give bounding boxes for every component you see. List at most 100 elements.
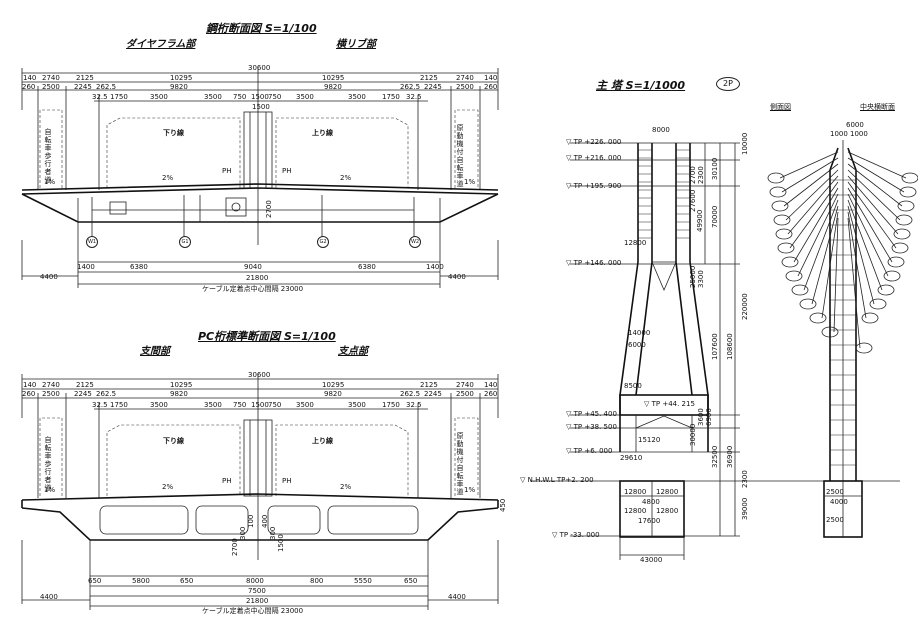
steel-lane-right: 上り線 (312, 129, 333, 137)
pc-dim-r1-3: 10295 (170, 381, 193, 389)
tower-side-base-2: 2500 (826, 516, 844, 524)
pc-slope-main-right: 2% (340, 483, 352, 491)
steel-slope-left: 1% (44, 178, 56, 186)
dim-r2-9: 260 (484, 83, 498, 91)
steel-ph-right: PH (282, 167, 292, 175)
tower-mid-w: 14000 (628, 329, 651, 337)
steel-pier-mark-1: G1 (179, 236, 191, 248)
pc-right-subtitle: 支点部 (338, 346, 368, 357)
pc-left-subtitle: 支間部 (140, 346, 170, 357)
tower-iv-1: 2300 (697, 166, 705, 184)
tower-base-3: 12800 (624, 507, 647, 515)
pc-dim-r1-6: 2740 (456, 381, 474, 389)
tower-base-4: 12800 (656, 507, 679, 515)
steel-bot-dim-0: 1400 (77, 263, 95, 271)
tower-iv-4: 3300 (697, 270, 705, 288)
pc-ph-right: PH (282, 477, 292, 485)
pc-slope-right: 1% (464, 486, 476, 494)
steel-pier-mark-3: W2 (409, 236, 421, 248)
pc-dim-r3-8: 3500 (348, 401, 366, 409)
tower-shaft-w: 12800 (624, 239, 647, 247)
pc-dim-r2-7: 2245 (424, 390, 442, 398)
dim-r2-2: 2245 (74, 83, 92, 91)
dim-r1-1: 2740 (42, 74, 60, 82)
tower-iv-5: 3600 (697, 408, 705, 426)
steel-walk-left: 自転車歩行者道 (44, 128, 52, 184)
dim-r2-1: 2500 (42, 83, 60, 91)
deck-total-width: 30600 (248, 64, 271, 72)
pc-dim-r1-2: 2125 (76, 381, 94, 389)
pc-section-title: PC桁標準断面図 S=1/100 (198, 330, 336, 343)
tower-level-4: ▽ TP +45. 400 (566, 410, 617, 418)
tower-top-width: 8000 (652, 126, 670, 134)
tower-iv-2: 27600 (689, 189, 697, 212)
tower-base-0: 12800 (624, 488, 647, 496)
dim-r1-5: 2125 (420, 74, 438, 82)
dim-r1-7: 140 (484, 74, 498, 82)
tower-base-5: 17600 (638, 517, 661, 525)
tower-iv-7: 6900 (705, 408, 713, 426)
dim-r2-5: 9820 (324, 83, 342, 91)
dim-r2-3: 262.5 (96, 83, 117, 91)
pc-vert-0: 2700 (231, 538, 239, 556)
tower-level-215: ▽ TP +44. 215 (644, 400, 695, 408)
steel-pier-mark-2: G2 (317, 236, 329, 248)
tower-cross-w: 8500 (624, 382, 642, 390)
steel-section-drawing (21, 68, 499, 288)
tower-rv-7: 36900 (726, 445, 734, 468)
tower-base-1: 12800 (656, 488, 679, 496)
dim-r1-6: 2740 (456, 74, 474, 82)
pc-total-width: 30600 (248, 371, 271, 379)
pc-dim-7500: 7500 (248, 587, 266, 595)
pc-dim-r2-8: 2500 (456, 390, 474, 398)
tower-lower-w: 15120 (638, 436, 661, 444)
tower-center-label: 中央横断面 (860, 103, 895, 111)
pc-bot-dim-3: 8000 (246, 577, 264, 585)
dim-r3-7: 3500 (296, 93, 314, 101)
pc-bot-dim-4: 800 (310, 577, 324, 585)
tower-level-6: ▽ TP +6. 000 (566, 447, 613, 455)
dim-r2-7: 2245 (424, 83, 442, 91)
pc-height-450: 450 (499, 498, 507, 512)
tower-level-5: ▽ TP +38. 500 (566, 423, 617, 431)
pc-dim-r2-6: 262.5 (400, 390, 421, 398)
pc-bot-dim-2: 650 (180, 577, 194, 585)
pc-dim-r3-10: 32.5 (406, 401, 422, 409)
pc-dim-r2-1: 2500 (42, 390, 60, 398)
tower-mid-w2: 6000 (628, 341, 646, 349)
tower-base-2: 4800 (642, 498, 660, 506)
pc-slope-left: 1% (44, 486, 56, 494)
pc-vert-4: 300 (269, 526, 277, 540)
tower-rv-0: 10000 (741, 132, 749, 155)
pc-bot-dim-1: 5800 (132, 577, 150, 585)
pc-dim-r3-2: 3500 (150, 401, 168, 409)
tower-level-3: ▽ TP +146. 000 (566, 259, 622, 267)
tower-rv-5: 107600 (711, 333, 719, 360)
tower-rv-6: 108600 (726, 333, 734, 360)
steel-overhang-right: 4400 (448, 273, 466, 281)
dim-r2-6: 262.5 (400, 83, 421, 91)
tower-side-drawing (767, 140, 918, 538)
dim-r3-4: 750 (233, 93, 247, 101)
steel-cable-dist: ケーブル定着点中心間隔 23000 (202, 285, 304, 293)
steel-bot-dim-1: 6380 (130, 263, 148, 271)
tower-level-7: ▽ N.H.W.L TP+2. 200 (520, 476, 594, 484)
tower-side-base-1: 4000 (830, 498, 848, 506)
tower-top-side: 6000 (846, 121, 864, 129)
tower-rv-8: 32500 (711, 445, 719, 468)
tower-level-1: ▽ TP +216. 000 (566, 154, 622, 162)
steel-slope-right: 1% (464, 178, 476, 186)
steel-bot-dim-4: 1400 (426, 263, 444, 271)
tower-front-drawing (530, 142, 900, 560)
pc-dim-r1-4: 10295 (322, 381, 345, 389)
steel-bot-dim-3: 6380 (358, 263, 376, 271)
tower-top-side3: 1000 (850, 130, 868, 138)
tower-title: 主 塔 S=1/1000 (596, 79, 686, 92)
steel-dim-1500: 1500 (252, 103, 270, 111)
tower-badge: 2P (716, 77, 740, 91)
steel-walk-right: 原動機付自転車道 (456, 124, 464, 188)
pc-section-drawing (21, 374, 499, 610)
tower-rv-10: 2300 (741, 470, 749, 488)
pc-walk-right: 原動機付自転車道 (456, 432, 464, 496)
